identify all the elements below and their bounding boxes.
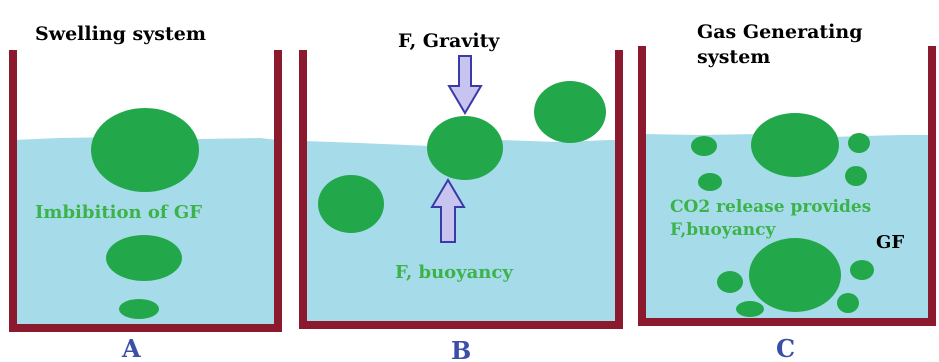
bubble-c-6: [850, 260, 874, 280]
panel-b: F, Gravity F, buoyancy B: [299, 30, 623, 362]
panel-a-title: Swelling system: [35, 23, 206, 45]
bubble-c-3: [848, 133, 870, 153]
water-b: [305, 140, 618, 323]
bubble-c-5: [717, 271, 743, 293]
particle-a-large: [91, 108, 199, 192]
letter-b: B: [451, 336, 471, 362]
particle-c-top-large: [751, 113, 839, 177]
container-c: [638, 46, 936, 326]
down-arrow-icon: [447, 55, 483, 115]
imbibition-label: Imbibition of GF: [35, 202, 202, 223]
co2-release-line2: F,buoyancy: [670, 220, 776, 240]
particle-a-medium: [106, 235, 182, 281]
panel-c-title-line2: system: [697, 46, 770, 68]
gravity-label: F, Gravity: [398, 30, 500, 52]
letter-c: C: [776, 334, 795, 362]
water-a: [13, 137, 278, 326]
bubble-c-1: [691, 136, 717, 156]
panel-c: Gas Generating system CO2 release provid…: [638, 21, 936, 362]
bubble-c-8: [736, 301, 764, 317]
panel-a: Swelling system Imbibition of GF A: [9, 23, 282, 362]
particle-b-left: [318, 175, 384, 233]
up-arrow-icon: [430, 178, 466, 243]
bubble-c-4: [845, 166, 867, 186]
co2-release-line1: CO2 release provides: [670, 197, 871, 217]
container-a: [9, 50, 282, 332]
particle-b-center: [427, 116, 503, 180]
container-b: [299, 50, 623, 329]
particle-b-floating: [534, 81, 606, 143]
bubble-c-7: [837, 293, 859, 313]
letter-a: A: [121, 334, 141, 362]
buoyancy-label: F, buoyancy: [395, 262, 513, 283]
particle-c-bottom-large: [749, 238, 841, 312]
panel-c-title-line1: Gas Generating: [697, 21, 862, 43]
particle-a-small: [119, 299, 159, 319]
bubble-c-2: [698, 173, 722, 191]
gf-label: GF: [876, 232, 904, 253]
